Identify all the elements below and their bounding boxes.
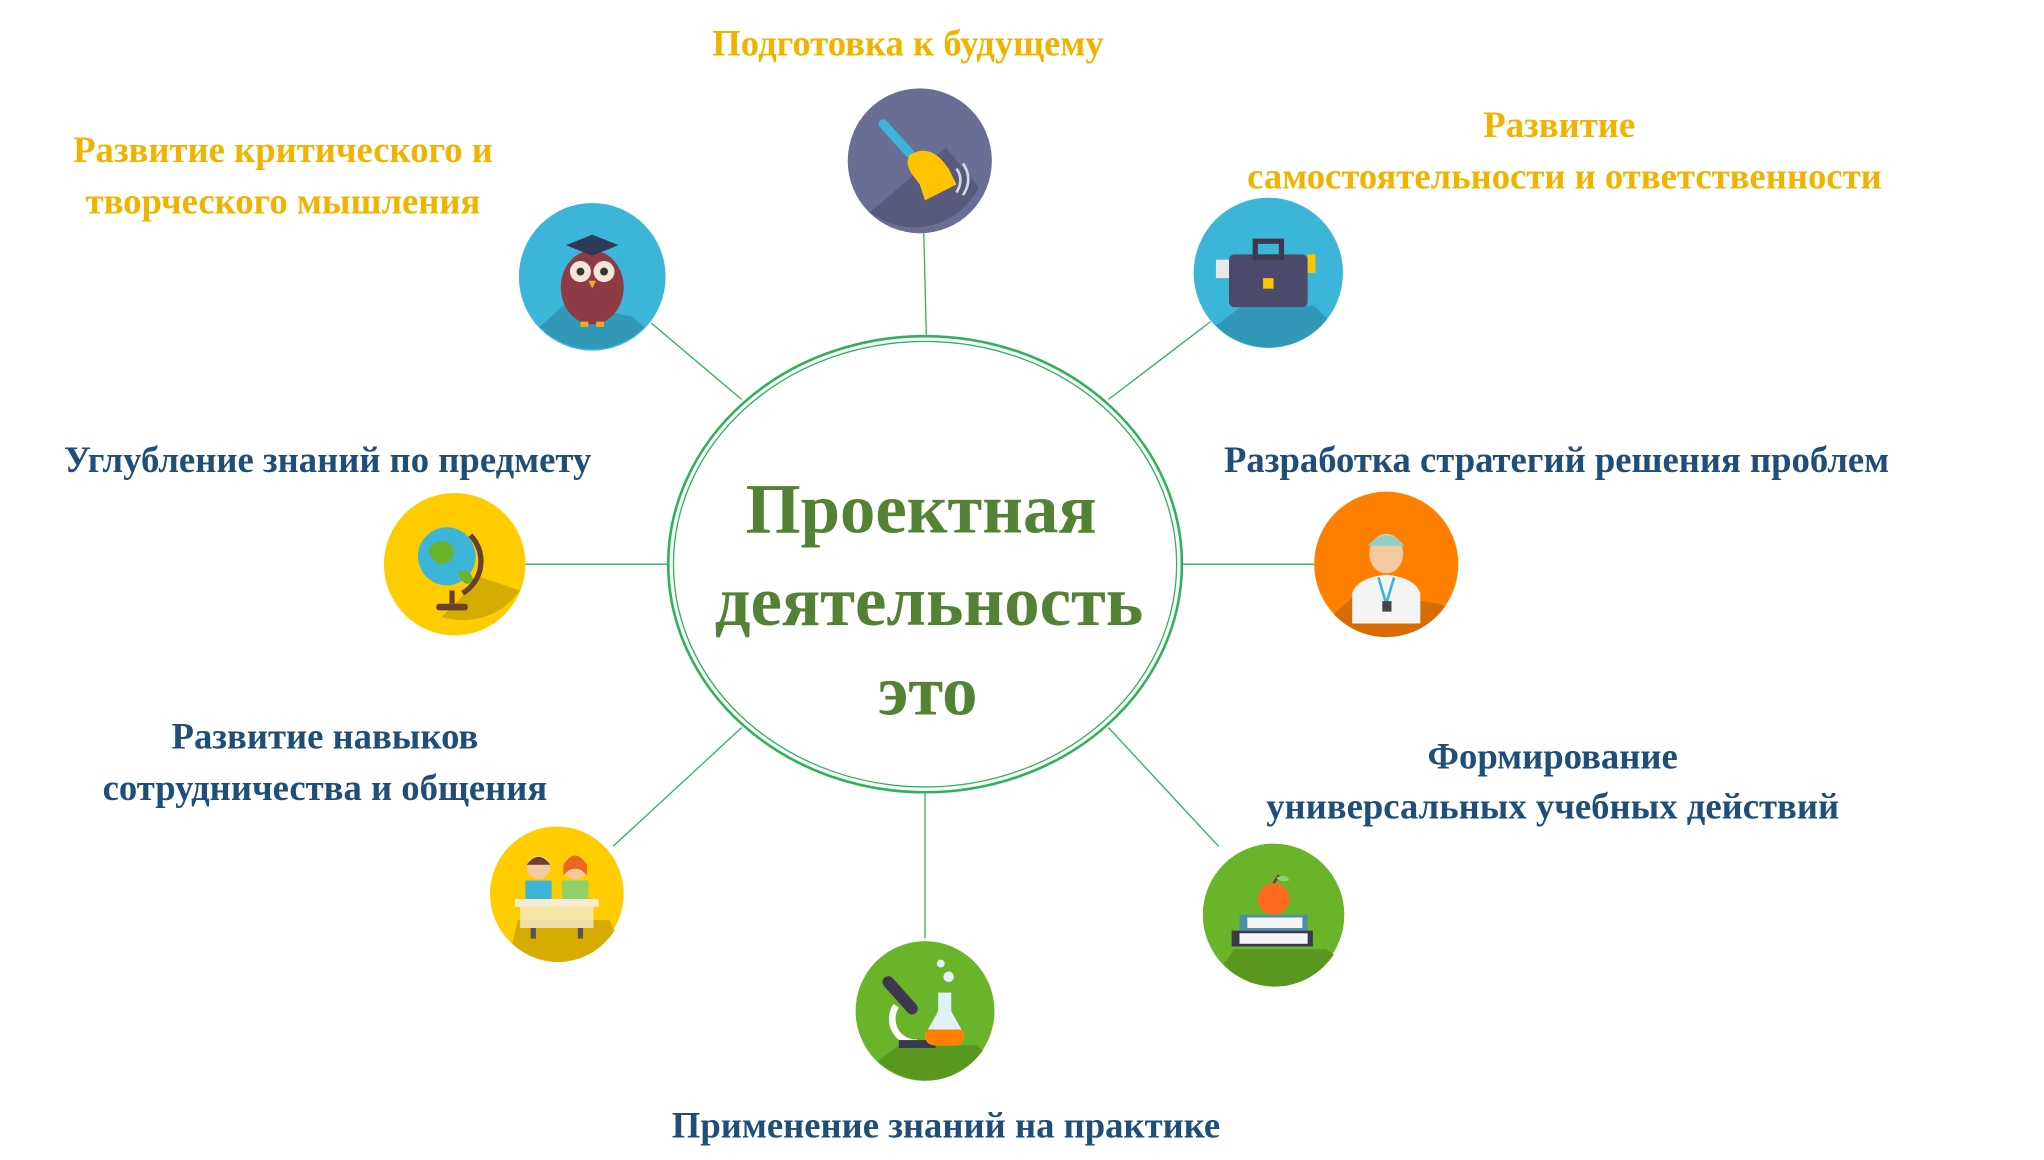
label-practice: Применение знаний на практике [672,1104,1220,1145]
connector-universal [1107,727,1220,847]
center-title-line-3: это [878,652,978,730]
connector-independence [1108,321,1212,400]
briefcase-icon [1193,197,1344,348]
label-knowledge: Углубление знаний по предмету [64,439,592,480]
label-independence-line-1: Развитие [1483,104,1635,145]
label-critical-line-2: творческого мышления [86,180,481,221]
connector-future [923,230,928,337]
label-collaboration-line-2: сотрудничества и общения [103,767,548,808]
label-strategies: Разработка стратегий решения проблем [1224,439,1889,480]
center-title-line-1: Проектная [746,470,1097,548]
connectors [525,230,1315,939]
books-apple-icon [1202,843,1345,987]
center-title-line-2: деятельность [715,563,1143,641]
label-universal-line-2: универсальных учебных действий [1266,785,1839,826]
globe-icon [383,493,526,636]
label-universal-line-1: Формирование [1428,735,1678,776]
connector-collaboration [612,727,743,847]
label-independence-line-2: самостоятельности и ответственности [1247,155,1882,196]
doctor-icon [1314,491,1459,638]
label-critical-line-1: Развитие критического и [73,129,493,170]
students-icon [490,826,624,962]
center-node: Проектная деятельность это [666,334,1184,794]
label-collaboration-line-1: Развитие навыков [172,716,479,757]
label-future: Подготовка к будущему [712,22,1104,63]
connector-critical [650,322,743,400]
owl-icon [518,203,666,351]
bell-icon [847,88,992,234]
microscope-icon [855,941,995,1081]
